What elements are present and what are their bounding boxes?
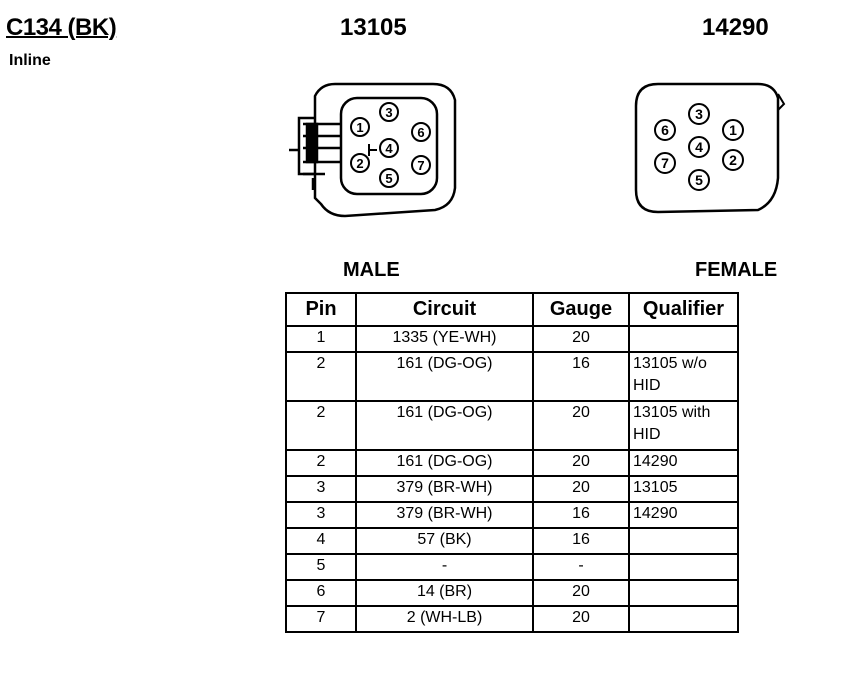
- cell-pin: 7: [285, 605, 357, 633]
- male-pin-3-circle: [379, 102, 399, 122]
- cell-gauge: 16: [532, 501, 630, 529]
- table-row: 7 2 (WH-LB) 20: [285, 605, 739, 633]
- connector-description: Inline: [9, 52, 51, 69]
- cell-qualifier: 13105: [628, 475, 739, 503]
- cell-circuit: 14 (BR): [355, 579, 534, 607]
- male-pin-1-label: 1: [356, 120, 363, 135]
- cell-gauge: 16: [532, 351, 630, 402]
- table-row: 2 161 (DG-OG) 16 13105 w/o HID: [285, 351, 739, 402]
- cell-gauge: 20: [532, 605, 630, 633]
- table-row: 2 161 (DG-OG) 20 13105 with HID: [285, 400, 739, 451]
- cell-pin: 3: [285, 501, 357, 529]
- table-row: 3 379 (BR-WH) 20 13105: [285, 475, 739, 503]
- cell-gauge: 20: [532, 475, 630, 503]
- header-qualifier: Qualifier: [628, 292, 739, 327]
- male-pin-7-label: 7: [417, 158, 424, 173]
- female-part-number: 14290: [702, 14, 769, 41]
- female-pin-1-circle: [722, 119, 744, 141]
- cell-circuit: 379 (BR-WH): [355, 475, 534, 503]
- cell-qualifier: 13105 w/o HID: [628, 351, 739, 402]
- female-pin-5-circle: [688, 169, 710, 191]
- male-pin-6-label: 6: [417, 125, 424, 140]
- male-connector-diagram: 1 2 3 4 5 6 7: [289, 82, 457, 218]
- cell-circuit: -: [355, 553, 534, 581]
- female-pin-6-circle: [654, 119, 676, 141]
- female-pin-5-label: 5: [695, 172, 703, 188]
- cell-circuit: 161 (DG-OG): [355, 449, 534, 477]
- male-pin-4-circle: [379, 138, 399, 158]
- cell-circuit: 57 (BK): [355, 527, 534, 555]
- cell-gauge: -: [532, 553, 630, 581]
- cell-gauge: 16: [532, 527, 630, 555]
- cell-pin: 2: [285, 351, 357, 402]
- cell-pin: 5: [285, 553, 357, 581]
- cell-qualifier: [628, 553, 739, 581]
- cell-qualifier: 13105 with HID: [628, 400, 739, 451]
- cell-circuit: 161 (DG-OG): [355, 351, 534, 402]
- female-pin-6-label: 6: [661, 122, 669, 138]
- cell-gauge: 20: [532, 579, 630, 607]
- header-pin: Pin: [285, 292, 357, 327]
- table-row: 3 379 (BR-WH) 16 14290: [285, 501, 739, 529]
- table-row: 4 57 (BK) 16: [285, 527, 739, 555]
- female-pin-2-circle: [722, 149, 744, 171]
- male-pin-6-circle: [411, 122, 431, 142]
- cell-qualifier: [628, 579, 739, 607]
- male-pin-7-circle: [411, 155, 431, 175]
- female-pin-7-circle: [654, 152, 676, 174]
- table-row: 1 1335 (YE-WH) 20: [285, 325, 739, 353]
- cell-circuit: 2 (WH-LB): [355, 605, 534, 633]
- male-pin-3-label: 3: [385, 105, 392, 120]
- cell-pin: 2: [285, 400, 357, 451]
- table-row: 6 14 (BR) 20: [285, 579, 739, 607]
- connector-id: C134 (BK): [6, 14, 117, 41]
- pinout-table: Pin Circuit Gauge Qualifier 1 1335 (YE-W…: [285, 292, 739, 633]
- table-row: 5 - -: [285, 553, 739, 581]
- female-connector-diagram: 1 2 3 4 5 6 7: [634, 82, 786, 214]
- male-pin-2-label: 2: [356, 156, 363, 171]
- cell-pin: 4: [285, 527, 357, 555]
- cell-gauge: 20: [532, 325, 630, 353]
- male-label: MALE: [343, 259, 400, 281]
- female-pin-3-label: 3: [695, 106, 703, 122]
- cell-gauge: 20: [532, 400, 630, 451]
- table-row: 2 161 (DG-OG) 20 14290: [285, 449, 739, 477]
- cell-pin: 2: [285, 449, 357, 477]
- cell-gauge: 20: [532, 449, 630, 477]
- male-pin-4-label: 4: [385, 141, 393, 156]
- header-circuit: Circuit: [355, 292, 534, 327]
- cell-qualifier: [628, 527, 739, 555]
- female-pin-4-label: 4: [695, 139, 703, 155]
- cell-pin: 6: [285, 579, 357, 607]
- male-pin-2-circle: [350, 153, 370, 173]
- female-pin-1-label: 1: [729, 122, 737, 138]
- cell-circuit: 379 (BR-WH): [355, 501, 534, 529]
- male-pin-5-label: 5: [385, 171, 392, 186]
- male-pin-1-circle: [350, 117, 370, 137]
- male-pin-5-circle: [379, 168, 399, 188]
- cell-pin: 1: [285, 325, 357, 353]
- cell-qualifier: 14290: [628, 501, 739, 529]
- cell-circuit: 161 (DG-OG): [355, 400, 534, 451]
- cell-qualifier: 14290: [628, 449, 739, 477]
- female-label: FEMALE: [695, 259, 778, 281]
- cell-qualifier: [628, 325, 739, 353]
- cell-qualifier: [628, 605, 739, 633]
- header-gauge: Gauge: [532, 292, 630, 327]
- female-pin-7-label: 7: [661, 155, 669, 171]
- male-part-number: 13105: [340, 14, 407, 41]
- cell-circuit: 1335 (YE-WH): [355, 325, 534, 353]
- table-header-row: Pin Circuit Gauge Qualifier: [285, 292, 739, 327]
- female-pin-2-label: 2: [729, 152, 737, 168]
- female-pin-4-circle: [688, 136, 710, 158]
- female-pin-3-circle: [688, 103, 710, 125]
- cell-pin: 3: [285, 475, 357, 503]
